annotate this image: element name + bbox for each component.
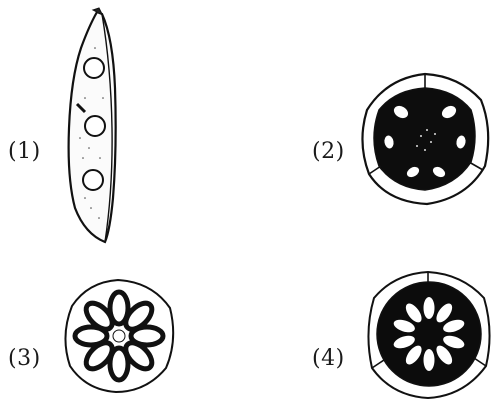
ovary-cross-section-multilocular: [60, 278, 178, 394]
legume-pod-drawing: [55, 8, 125, 248]
figure-label-3: (3): [8, 348, 41, 370]
figure-label-1: (1): [8, 141, 41, 163]
seed-1: [84, 58, 104, 78]
center-axis: [113, 330, 125, 342]
ovary-cross-section-axile: [364, 270, 494, 400]
seed-2: [85, 116, 105, 136]
ovary-cross-section-3-locules: [355, 70, 495, 210]
seed-3: [83, 170, 103, 190]
figure-label-2: (2): [312, 141, 345, 163]
figure-label-4: (4): [312, 348, 345, 370]
